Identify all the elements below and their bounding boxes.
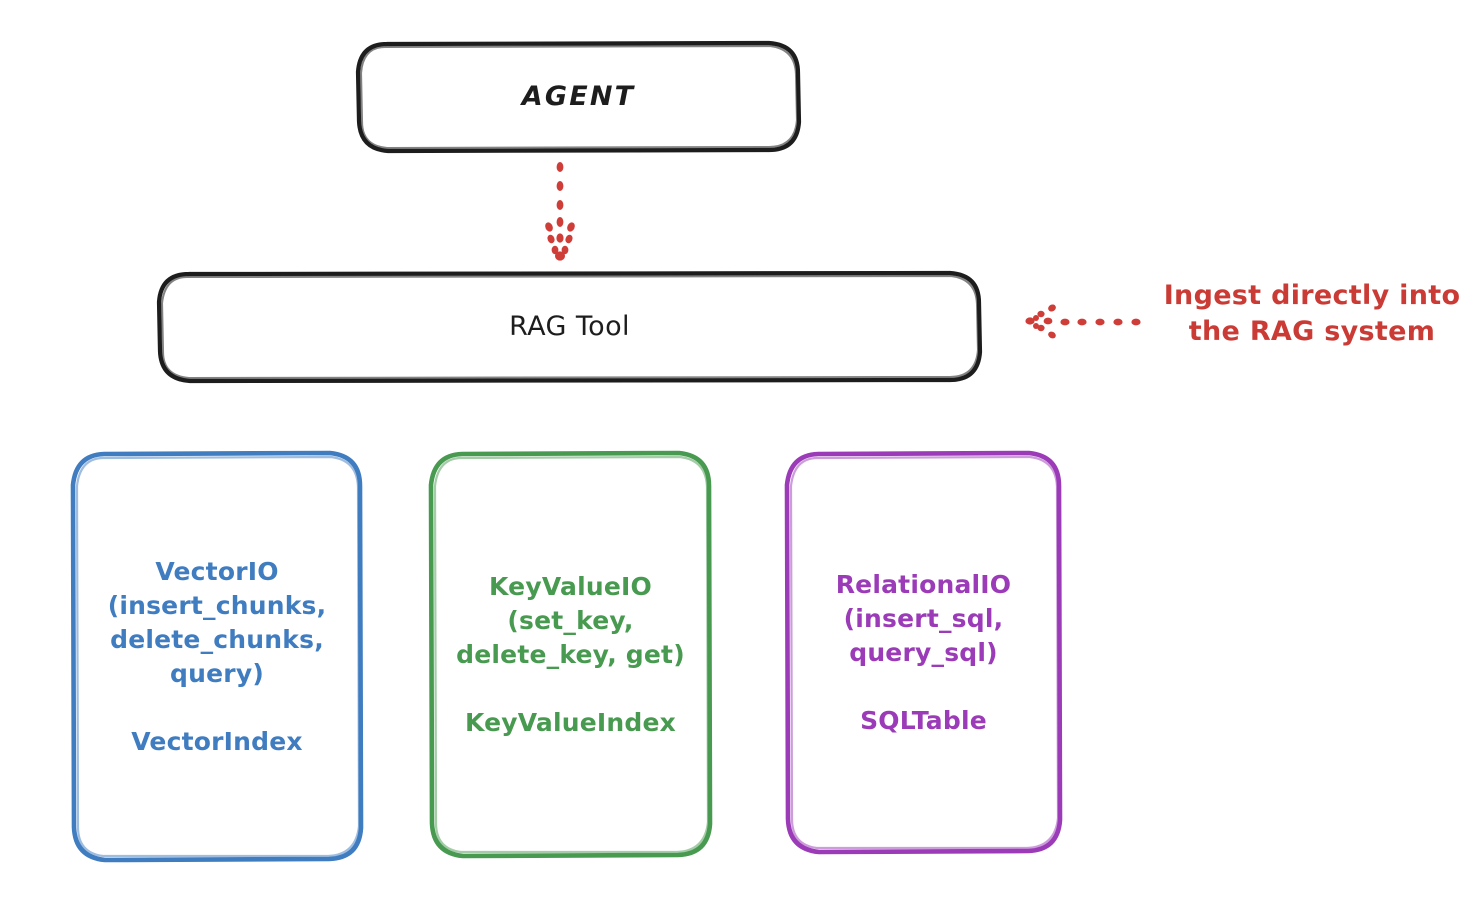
node-relational-io[interactable]: RelationalIO (insert_sql, query_sql) SQL… xyxy=(784,450,1063,855)
ingest-pointer-arrow xyxy=(1025,304,1141,339)
node-rag-tool[interactable]: RAG Tool xyxy=(156,270,983,384)
node-key-value-io-label: KeyValueIO (set_key, delete_key, get) Ke… xyxy=(456,571,685,737)
ingest-annotation-text: Ingest directly into the RAG system xyxy=(1163,280,1461,348)
node-vector-io-label: VectorIO (insert_chunks, delete_chunks, … xyxy=(107,556,327,756)
agent-to-rag-tool-arrow xyxy=(545,162,575,261)
node-agent-label: AGENT xyxy=(521,81,636,113)
node-agent[interactable]: AGENT xyxy=(355,40,802,154)
node-key-value-io[interactable]: KeyValueIO (set_key, delete_key, get) Ke… xyxy=(428,450,713,859)
node-relational-io-label: RelationalIO (insert_sql, query_sql) SQL… xyxy=(835,569,1012,735)
node-rag-tool-label: RAG Tool xyxy=(509,311,630,343)
node-vector-io[interactable]: VectorIO (insert_chunks, delete_chunks, … xyxy=(70,450,364,863)
